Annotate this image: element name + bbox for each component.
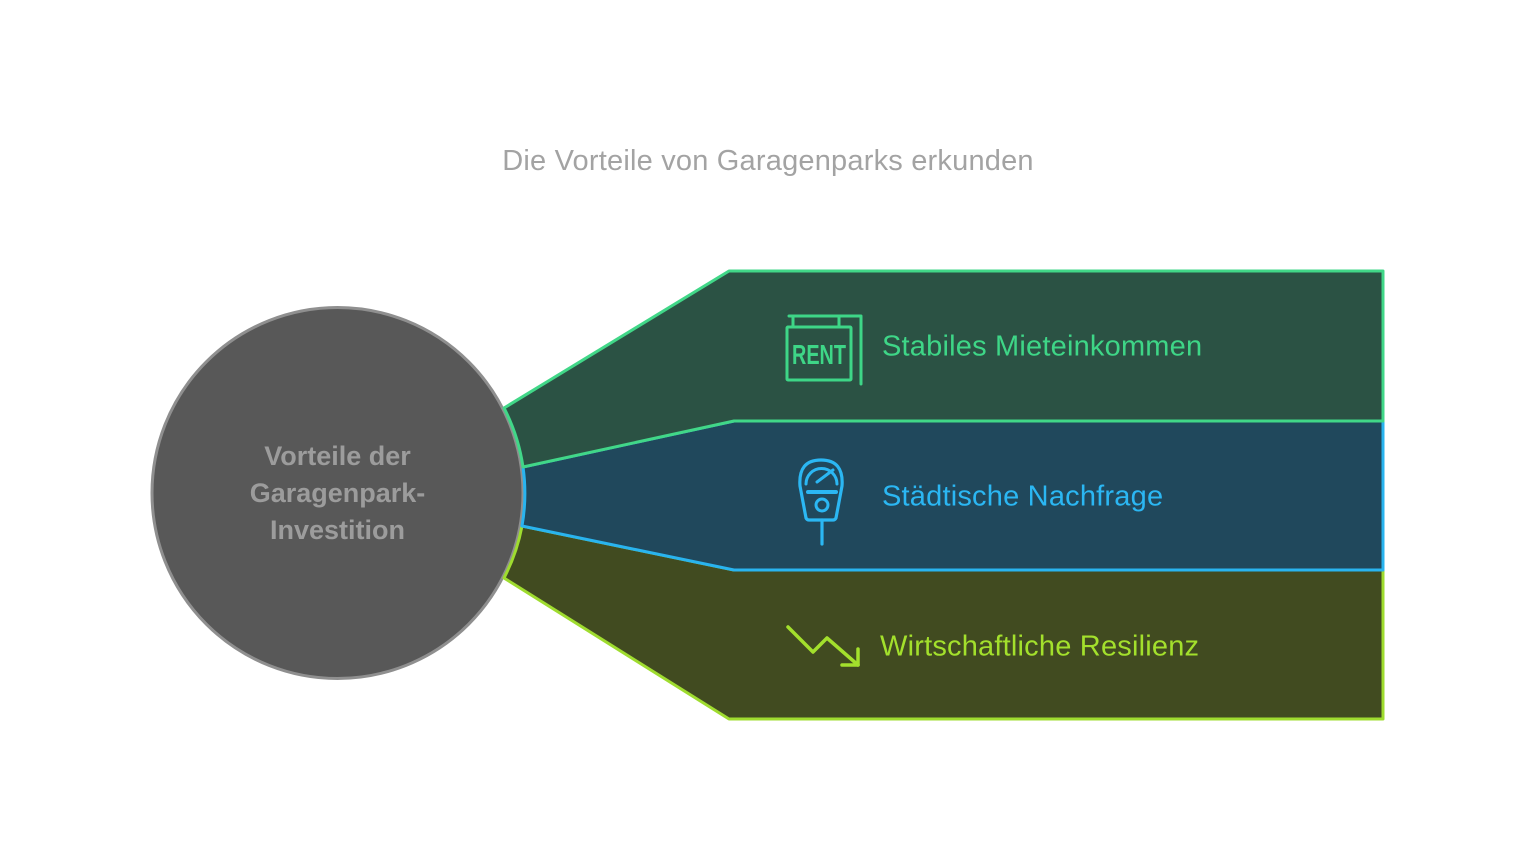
rent-sign-text: RENT (792, 339, 846, 370)
hub-label-line: Vorteile der (264, 440, 411, 471)
banner-stable-rent-income (502, 269, 1385, 469)
hub-circle (150, 306, 525, 680)
label-urban-demand: Städtische Nachfrage (882, 480, 1164, 513)
hub-label: Vorteile der Garagenpark- Investition (150, 306, 525, 680)
label-stable-rent-income: Stabiles Mieteinkommen (882, 330, 1203, 363)
parking-meter-icon (798, 458, 844, 546)
label-economic-resilience: Wirtschaftliche Resilienz (880, 630, 1200, 663)
trend-down-icon (786, 625, 860, 667)
rent-sign-icon: RENT (785, 314, 863, 386)
banner-urban-demand (520, 419, 1385, 572)
hub-label-line: Investition (269, 514, 405, 545)
page-title: Die Vorteile von Garagenparks erkunden (502, 145, 1034, 177)
hub-label-line: Garagenpark- (249, 477, 426, 508)
